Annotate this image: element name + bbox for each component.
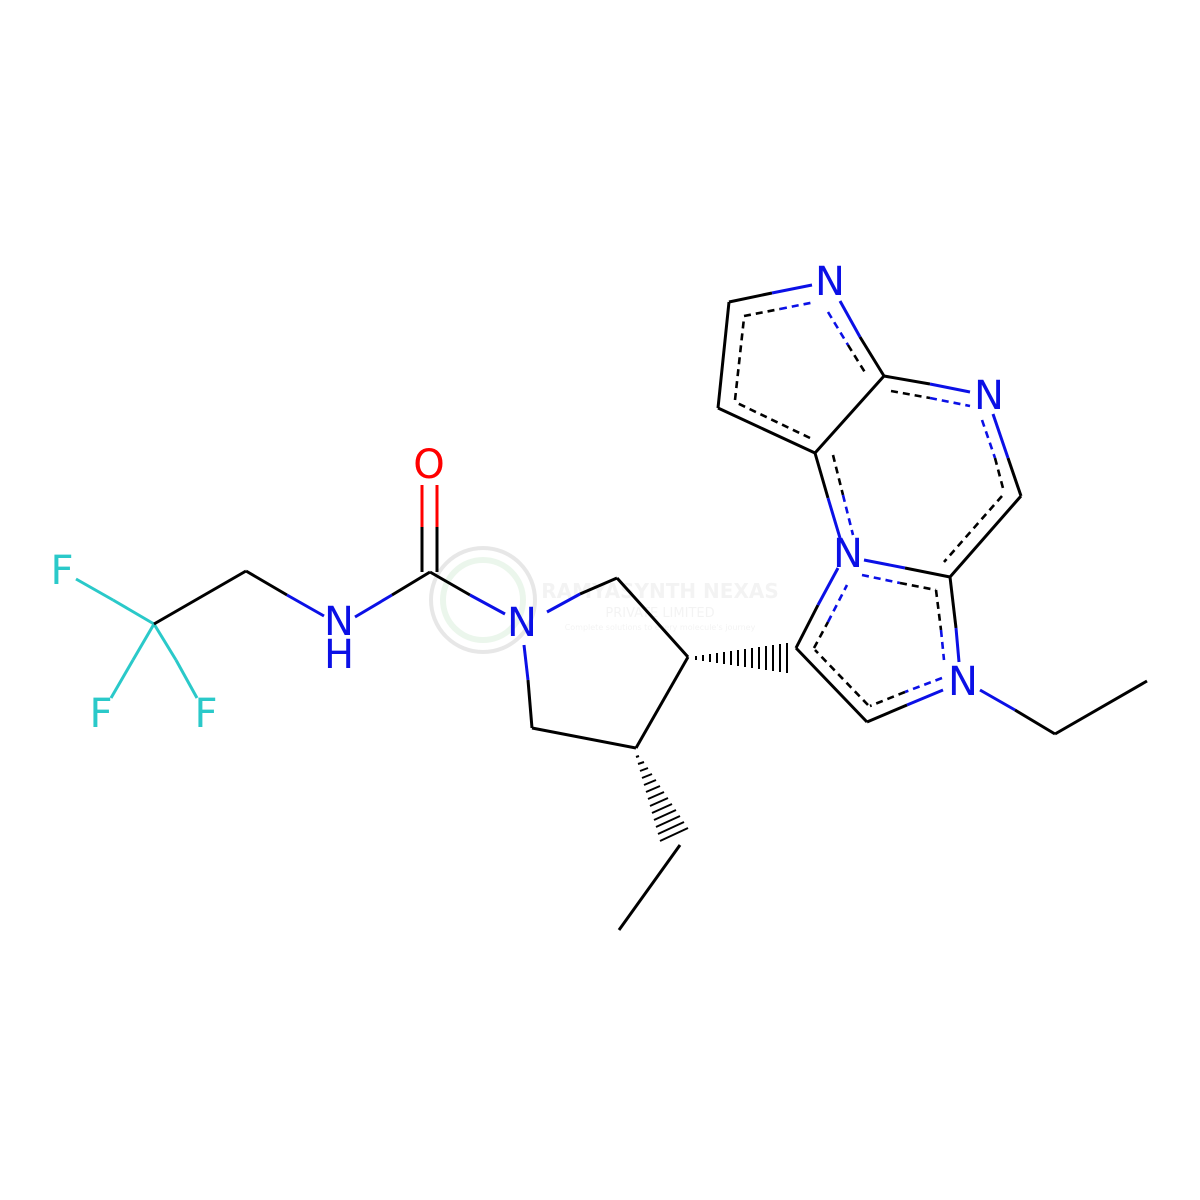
bond-fused-c-ch [717,406,816,455]
bond-ethyl-ch2-ch3 [617,844,682,931]
bond-nethyl-c4 [906,688,944,707]
atom-n-bridge: N [833,531,863,577]
bond-c-nright [883,374,931,386]
bond-cf3-f2 [131,623,156,661]
bonds [75,485,690,931]
bond-cf3-f1 [112,598,155,626]
bond-nright-ch [991,413,1010,459]
watermark-sub: PRIVATE LIMITED [605,606,714,621]
watermark: RAMYASYNTH NEXAS PRIVATE LIMITED Complet… [429,546,779,654]
atom-oxygen: O [413,442,444,488]
bond-nh-carbonyl [354,593,393,619]
atom-n-amide: N [324,599,354,645]
atom-n-ring-top: N [815,259,845,305]
atom-n-ethyl: N [948,659,978,705]
bond-ch2-nh [245,569,288,597]
bond-cf3-f3 [152,623,178,661]
watermark-name: RAMYASYNTH NEXAS [541,579,779,603]
bond-c-nbridge [813,452,830,499]
bond-nethyl-ch2 [979,688,1016,712]
bond-c2-nethyl [948,576,958,629]
bond-cf3-ch2 [153,569,247,626]
bond-ch-c2 [948,495,1023,578]
aromatic-bonds [716,283,1148,736]
bond-c2-c3 [615,576,690,659]
bond-ch-ntop [728,291,773,304]
bond-imid-c1-nbridge [794,604,820,649]
atom-n-pyrrolidine: N [507,600,537,646]
atom-fluorine-2: F [89,691,112,737]
bond-carbonyl-npyr [429,570,471,597]
atom-labels: O N H N N N N N F F F [50,259,1003,737]
bond-c4-c1 [794,646,869,724]
bond-ntop-c [838,300,862,338]
bond-ethyl2-ch2-ch3 [1054,679,1148,736]
atom-h-amide: H [324,632,354,678]
bond-c3-c4 [634,656,690,749]
hashed-wedge-c4-ethyl [635,755,689,842]
bond-nbridge-c2 [863,558,906,570]
atom-fluorine-3: F [194,691,217,737]
hashed-wedge-c3-imidazole [695,643,788,673]
atom-n-ring-right: N [974,373,1004,419]
watermark-logo-icon [429,546,537,654]
bond-c4-c5 [531,726,637,750]
bond-ch-ch [716,301,731,409]
bond-npyr-c2 [546,592,581,614]
bond-fused-c-c [813,374,886,455]
atom-fluorine-1: F [50,548,73,594]
bond-c5-npyr [526,679,534,729]
